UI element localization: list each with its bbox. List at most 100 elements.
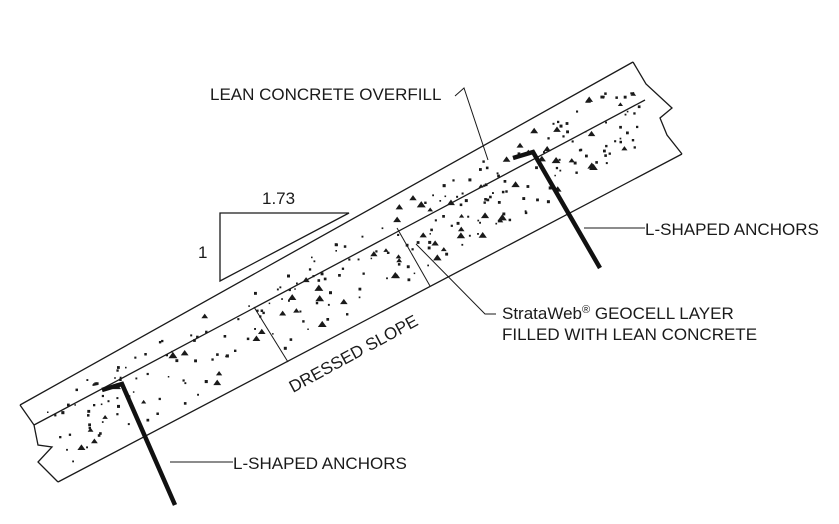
aggregate-speck: [605, 162, 608, 165]
aggregate-triangle: [427, 207, 434, 212]
aggregate-triangle: [458, 213, 465, 218]
aggregate-speck: [362, 272, 365, 275]
aggregate-speck: [630, 92, 633, 95]
aggregate-speck: [524, 210, 527, 213]
registered-mark: ®: [582, 304, 590, 316]
aggregate-triangle: [568, 158, 575, 163]
aggregate-speck: [87, 409, 91, 413]
aggregate-speck: [146, 372, 149, 376]
aggregate-speck: [190, 334, 193, 337]
aggregate-speck: [615, 96, 618, 99]
aggregate-triangle: [447, 199, 455, 206]
aggregate-triangle: [77, 444, 86, 450]
aggregate-speck: [543, 151, 545, 154]
aggregate-triangle: [621, 146, 628, 151]
ratio-run-label: 1.73: [262, 189, 295, 208]
aggregate-speck: [248, 305, 250, 307]
aggregate-speck: [623, 95, 627, 99]
aggregate-speck: [547, 137, 550, 140]
aggregate-triangle: [302, 277, 310, 283]
aggregate-speck: [633, 146, 636, 149]
aggregate-speck: [116, 397, 119, 400]
aggregate-speck: [320, 272, 324, 276]
aggregate-speck: [479, 168, 482, 171]
aggregate-speck: [502, 212, 506, 216]
aggregate-speck: [381, 227, 384, 230]
aggregate-triangle: [393, 216, 402, 223]
aggregate-speck: [165, 354, 168, 357]
aggregate-speck: [146, 418, 150, 422]
aggregate-speck: [444, 195, 447, 198]
aggregate-speck: [484, 198, 487, 201]
aggregate-speck: [216, 353, 219, 356]
aggregate-speck: [211, 358, 214, 361]
geocell-top-surface: [33, 99, 646, 426]
aggregate-speck: [442, 215, 445, 218]
aggregate-triangle: [141, 399, 147, 404]
aggregate-speck: [461, 243, 464, 246]
aggregate-speck: [424, 201, 427, 204]
aggregate-triangle: [587, 130, 596, 137]
aggregate-triangle: [480, 212, 490, 219]
aggregate-speck: [566, 130, 569, 134]
aggregate-speck: [329, 291, 332, 295]
aggregate-speck: [452, 179, 455, 182]
aggregate-speck: [605, 121, 607, 124]
aggregate-speck: [348, 258, 351, 261]
aggregate-speck: [429, 233, 431, 235]
aggregate-speck: [205, 330, 208, 334]
aggregate-triangle: [630, 91, 637, 96]
aggregate-speck: [456, 195, 459, 198]
aggregate-triangle: [180, 349, 189, 356]
aggregate-speck: [407, 278, 411, 282]
aggregate-speck: [158, 341, 162, 344]
aggregate-triangle: [370, 251, 378, 257]
aggregate-speck: [430, 228, 433, 232]
aggregate-speck: [489, 195, 492, 199]
aggregate-speck: [565, 122, 569, 125]
anchor-upper: [512, 149, 602, 270]
aggregate-speck: [256, 309, 259, 312]
dressed-slope-line: [57, 153, 683, 483]
aggregate-speck: [501, 190, 505, 194]
aggregate-triangle: [511, 181, 520, 188]
aggregate-speck: [503, 180, 507, 183]
aggregate-speck: [361, 235, 364, 238]
aggregate-speck: [204, 380, 208, 384]
aggregate-speck: [375, 250, 378, 253]
aggregate-triangle: [478, 184, 484, 188]
aggregate-speck: [61, 411, 65, 415]
aggregate-speck: [193, 339, 196, 342]
aggregate-speck: [279, 286, 282, 289]
aggregate-triangle: [457, 226, 465, 232]
aggregate-triangle: [440, 247, 447, 252]
aggregate-triangle: [395, 204, 404, 210]
aggregate-triangle: [587, 162, 597, 169]
aggregate-triangle: [340, 298, 348, 305]
aggregate-speck: [68, 433, 72, 436]
aggregate-triangle: [396, 258, 403, 263]
aggregate-triangle: [102, 415, 108, 419]
aggregate-speck: [114, 377, 116, 379]
aggregate-speck: [459, 203, 463, 207]
aggregate-speck: [117, 404, 120, 408]
aggregate-speck: [246, 337, 250, 341]
aggregate-speck: [223, 335, 227, 338]
aggregate-speck: [605, 144, 608, 148]
aggregate-triangle: [315, 295, 325, 302]
aggregate-speck: [343, 245, 347, 248]
aggregate-triangle: [516, 142, 524, 148]
aggregate-speck: [573, 161, 577, 165]
break-line-upper: [632, 61, 683, 155]
aggregate-speck: [268, 302, 271, 305]
aggregate-speck: [75, 388, 78, 392]
aggregate-triangle: [87, 427, 94, 432]
aggregate-speck: [484, 183, 488, 187]
aggregate-speck: [486, 198, 490, 202]
aggregate-triangle: [288, 294, 297, 300]
aggregate-speck: [313, 260, 316, 263]
aggregate-speck: [585, 154, 588, 158]
aggregate-speck: [72, 460, 74, 463]
aggregate-speck: [125, 366, 127, 369]
aggregate-speck: [411, 248, 414, 251]
